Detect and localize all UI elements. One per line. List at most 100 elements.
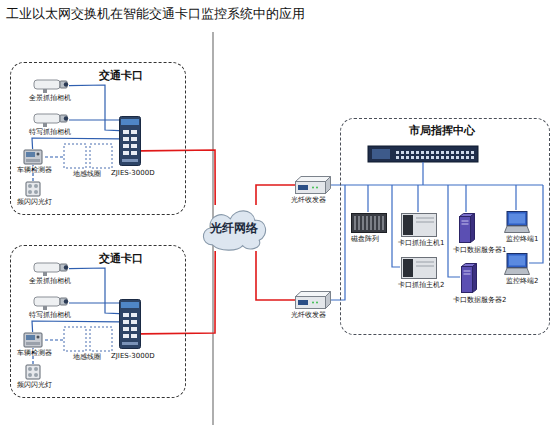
server-front: [460, 217, 471, 243]
ethernet-link: [43, 156, 63, 157]
lamp-bulb: [28, 190, 32, 194]
device-label: 光纤收发器: [291, 197, 326, 204]
switch-port: [131, 137, 137, 141]
server-front: [462, 267, 473, 293]
lamp-node: 频闪闪光灯: [25, 364, 41, 380]
device-label: 全景抓拍相机: [29, 95, 71, 102]
device-label: 地感线圈: [73, 354, 101, 361]
device-label: 车辆检测器: [17, 350, 52, 357]
camera-body: [34, 114, 60, 123]
lamp-body: [26, 182, 40, 196]
fiber-link: [141, 150, 215, 205]
device-label: 卡口数据服务器1: [453, 247, 506, 254]
transceiver-led: [312, 187, 314, 189]
server-slot: [462, 224, 469, 225]
host-body: [402, 258, 437, 279]
device-icon: [119, 299, 141, 349]
switch-body: [120, 117, 141, 166]
ethernet-link: [69, 119, 119, 120]
disk-slot: [374, 216, 375, 230]
camera-mount: [43, 123, 47, 127]
device-label: 卡口抓拍主机2: [398, 282, 444, 289]
transceiver-led: [316, 302, 318, 304]
device-icon: [504, 253, 530, 275]
disk-array-node: 磁盘阵列: [351, 213, 387, 233]
ethernet-link: [69, 85, 119, 131]
host-slot: [416, 218, 434, 219]
lamp-bulb: [28, 367, 32, 371]
fiber-link: [256, 251, 295, 300]
device-label: 监控终端2: [506, 278, 538, 285]
checkpoint-group: 交通卡口全景抓拍相机特写抓拍相机车辆检测器地感线圈频闪闪光灯ZJIES-3000…: [10, 62, 186, 215]
transceiver-panel: [298, 185, 308, 190]
terminal-display: [509, 214, 525, 224]
disk-slot: [382, 216, 383, 230]
switch-body: [120, 300, 141, 349]
terminal-base: [505, 226, 530, 233]
loop-coil: [90, 327, 112, 351]
server-side: [471, 214, 475, 243]
cloud-label: 光纤网络: [210, 222, 258, 234]
device-label: 频闪闪光灯: [17, 199, 52, 206]
device-icon: [33, 113, 69, 127]
checkpoint-group: 交通卡口全景抓拍相机特写抓拍相机车辆检测器地感线圈频闪闪光灯ZJIES-3000…: [10, 245, 186, 398]
lamp-bulb: [28, 184, 32, 188]
fiber-link: [256, 185, 295, 205]
lan-wire: [331, 185, 345, 300]
host-slot: [416, 266, 434, 267]
device-icon: [33, 262, 69, 276]
cloud-shape: [203, 211, 265, 250]
switch-port: [131, 144, 137, 148]
device-icon: [401, 257, 437, 279]
camera-node: 全景抓拍相机: [33, 262, 69, 276]
switch-port: [131, 327, 137, 331]
disk-slot: [358, 216, 359, 230]
switch-port: [131, 151, 137, 155]
disk-slot: [366, 216, 367, 230]
detector-body: [24, 333, 42, 347]
transceiver-led: [316, 187, 318, 189]
camera-glass: [64, 299, 68, 303]
transceiver-side: [326, 177, 331, 194]
ethernet-link: [32, 138, 119, 149]
network-cloud: 光纤网络: [198, 205, 270, 251]
lan-wire: [448, 185, 460, 277]
switch-fin: [122, 159, 138, 162]
switch-port: [131, 334, 137, 338]
transceiver-node: 光纤收发器: [295, 291, 331, 309]
transceiver-top: [296, 292, 331, 297]
ethernet-link: [43, 339, 63, 340]
rack-switch-body: [368, 146, 478, 162]
loop-coil: [64, 144, 86, 168]
server-side: [473, 264, 477, 293]
disk-array-body: [352, 214, 387, 233]
loop-coil: [64, 327, 86, 351]
device-icon: [119, 116, 141, 166]
diagram-title: 工业以太网交换机在智能交通卡口监控系统中的应用: [6, 7, 305, 20]
device-icon: [63, 143, 113, 169]
device-label: 全景抓拍相机: [29, 278, 71, 285]
device-icon: [459, 213, 475, 243]
lan-wire: [417, 185, 418, 212]
device-icon: [25, 364, 41, 380]
detector-screen: [26, 152, 35, 157]
detector-node: 车辆检测器: [23, 332, 43, 348]
switch-port: [123, 320, 129, 324]
camera-body: [34, 80, 60, 89]
center-switch: [368, 146, 478, 162]
switch-port: [131, 320, 137, 324]
switch-node: ZJIES-3000D: [119, 299, 141, 349]
host-slot: [416, 222, 434, 223]
lamp-bulb: [34, 190, 38, 194]
device-icon: [295, 176, 331, 194]
transceiver-front: [296, 297, 326, 309]
device-label: 车辆检测器: [17, 167, 52, 174]
transceiver-panel: [298, 300, 308, 305]
camera-mount: [43, 272, 47, 276]
host-panel: [403, 259, 413, 277]
loop-node: 地感线圈: [63, 326, 113, 352]
switch-fin: [122, 342, 138, 345]
device-label: 特写抓拍相机: [29, 312, 71, 319]
lan-wire: [515, 185, 516, 210]
